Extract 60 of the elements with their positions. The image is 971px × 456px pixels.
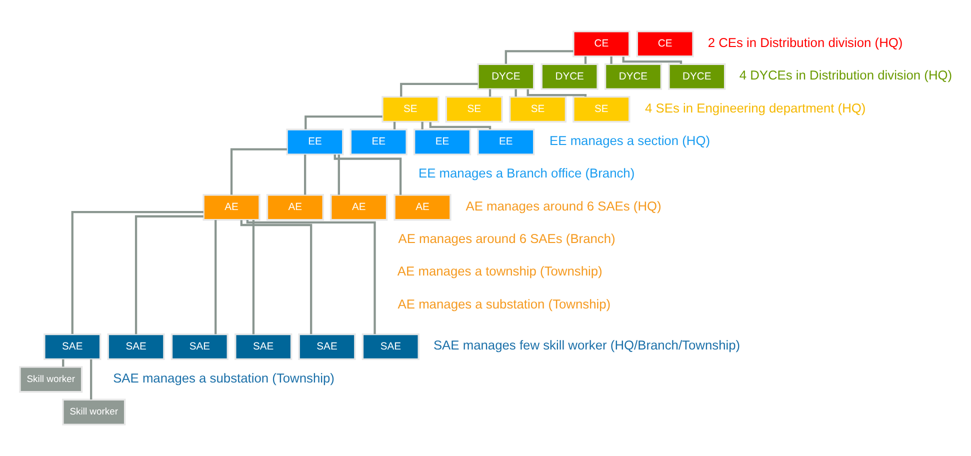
label: SAE manages few skill worker (HQ/Branch/Township) — [433, 338, 740, 353]
node-box: CE — [572, 30, 630, 58]
label: AE manages a substation (Township) — [398, 296, 611, 312]
node-box: SE — [508, 96, 567, 123]
node-box: AE — [202, 194, 260, 221]
node-box: SAE — [170, 333, 229, 360]
connector — [421, 122, 424, 130]
label: 2 CEs in Distribution division (HQ) — [708, 34, 903, 50]
label: 4 SEs in Engineering department (HQ) — [645, 100, 866, 116]
connector — [504, 50, 574, 64]
node-box: AE — [330, 194, 388, 221]
node-box: DYCE — [477, 63, 535, 90]
connector — [514, 89, 517, 97]
label: AE manages around 6 SAEs (Branch) — [398, 231, 616, 246]
connector — [610, 56, 612, 64]
connector — [252, 220, 255, 334]
node-box: AE — [394, 194, 452, 221]
connector — [393, 122, 396, 130]
node-box: AE — [266, 194, 324, 221]
node-box: Skill worker — [62, 398, 126, 426]
connector — [304, 116, 382, 130]
node-box: SAE — [44, 333, 102, 360]
node-box: DYCE — [668, 63, 726, 90]
connector — [622, 56, 682, 64]
connector — [71, 211, 204, 334]
connector — [134, 215, 204, 334]
connector — [429, 122, 492, 130]
connector — [334, 154, 402, 195]
node-box: EE — [350, 128, 408, 156]
node-box: CE — [636, 30, 694, 58]
label: EE manages a Branch office (Branch) — [418, 166, 635, 181]
node-box: SAE — [234, 333, 292, 360]
label: AE manages a township (Township) — [397, 264, 602, 279]
node-box: SE — [572, 96, 630, 123]
node-box: DYCE — [540, 63, 598, 90]
label: AE manages around 6 SAEs (HQ) — [466, 198, 662, 214]
node-box: EE — [413, 128, 472, 156]
connector — [240, 220, 312, 334]
node-box: SAE — [362, 333, 420, 360]
connector — [526, 89, 587, 97]
connector — [584, 56, 587, 64]
connector — [214, 220, 217, 334]
connector — [90, 359, 92, 400]
node-box: Skill worker — [19, 366, 83, 393]
connector — [304, 154, 306, 195]
connector — [400, 82, 478, 97]
node-box: SE — [445, 96, 503, 123]
label: 4 DYCEs in Distribution division (HQ) — [739, 68, 952, 83]
node-box: SAE — [298, 333, 356, 360]
connector — [230, 148, 287, 195]
label: SAE manages a substation (Township) — [113, 370, 334, 386]
connector — [338, 154, 340, 195]
connector — [488, 89, 492, 97]
node-box: SE — [382, 96, 440, 123]
label: EE manages a section (HQ) — [550, 132, 710, 148]
node-box: EE — [286, 128, 344, 156]
node-box: SAE — [107, 333, 165, 360]
node-box: DYCE — [604, 63, 662, 90]
node-box: EE — [477, 128, 535, 156]
connector — [246, 220, 376, 334]
